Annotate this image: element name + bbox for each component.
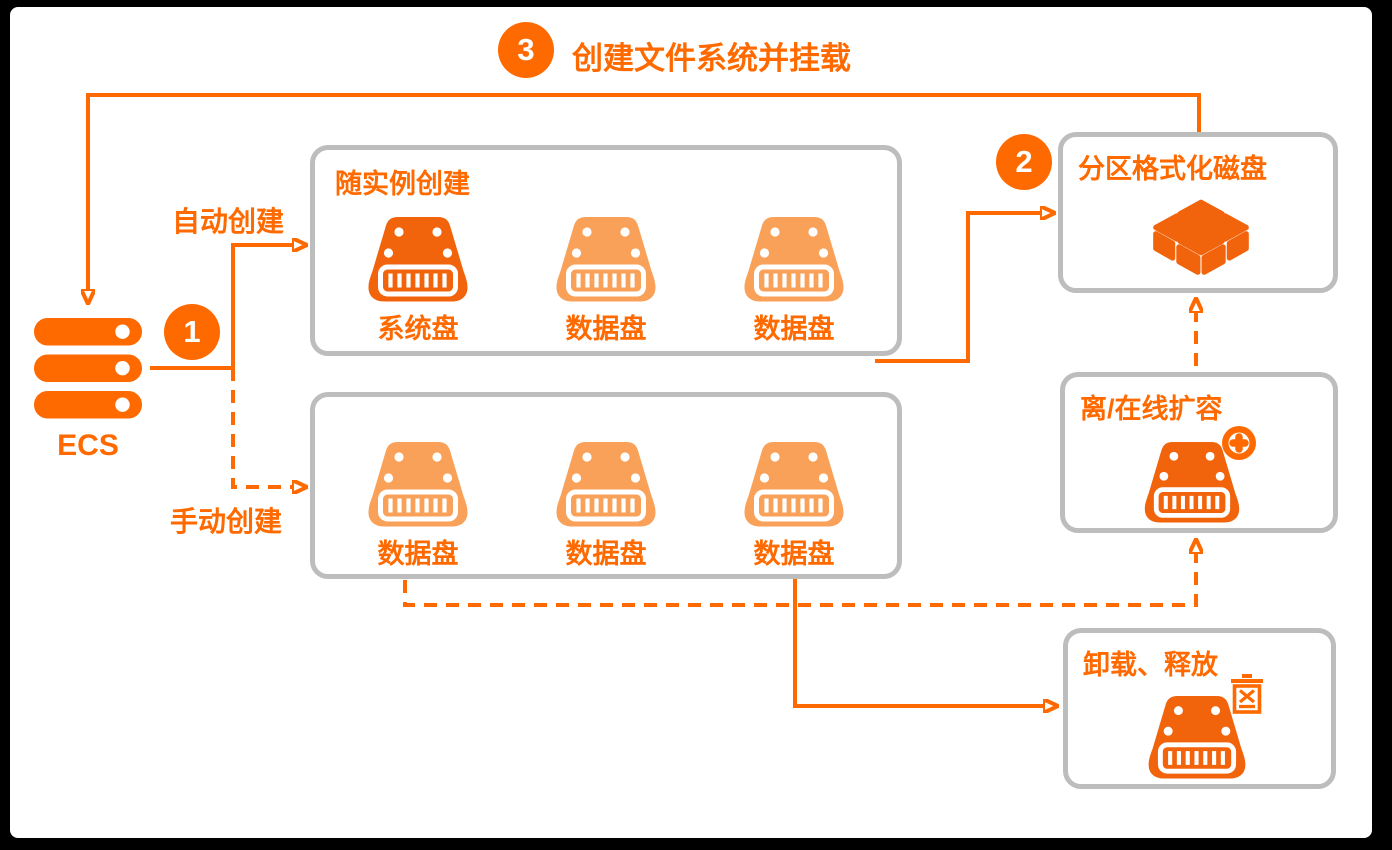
manual-create-box: 数据盘 数据盘 数据盘 [310,392,902,579]
with-instance-box: 随实例创建 系统盘 数据盘 数据盘 [310,145,902,356]
step-3-label: 创建文件系统并挂载 [572,41,851,76]
disk-item: 数据盘 [719,216,869,346]
data-disk-icon [744,441,844,527]
disk-label: 数据盘 [565,539,647,569]
resize-box-title: 离/在线扩容 [1080,394,1223,424]
step-2-badge: 2 [996,134,1052,190]
disk-label: 数据盘 [565,314,647,344]
partition-format-box-title: 分区格式化磁盘 [1078,154,1267,184]
with-instance-box-title: 随实例创建 [335,169,470,199]
disk-item: 数据盘 [531,441,681,571]
plus-badge-icon [1219,423,1259,463]
disk-item: 数据盘 [343,441,493,571]
data-disk-icon [556,441,656,527]
disk-item: 数据盘 [531,216,681,346]
system-disk-icon [368,216,468,302]
disk-label: 数据盘 [753,314,835,344]
partition-format-icon [1145,197,1257,279]
trash-icon [1226,673,1268,715]
data-disk-icon [744,216,844,302]
with-instance-disk-row: 系统盘 数据盘 数据盘 [343,216,869,346]
auto-create-label: 自动创建 [172,206,285,237]
detach-release-box-title: 卸载、释放 [1083,650,1218,680]
ecs-label: ECS [57,429,119,462]
data-disk-icon [368,441,468,527]
disk-item: 系统盘 [343,216,493,346]
detach-release-box: 卸载、释放 [1063,628,1336,789]
step-1-badge: 1 [164,304,220,360]
disk-item: 数据盘 [719,441,869,571]
disk-label: 系统盘 [377,314,459,344]
partition-format-box: 分区格式化磁盘 [1058,132,1338,293]
disk-label: 数据盘 [377,539,459,569]
manual-create-label: 手动创建 [170,506,283,537]
resize-box: 离/在线扩容 [1060,372,1338,533]
ecs-server-icon [34,318,142,419]
disk-label: 数据盘 [753,539,835,569]
manual-disk-row: 数据盘 数据盘 数据盘 [343,441,869,571]
ecs-node: ECS [33,318,143,463]
data-disk-icon [556,216,656,302]
step-3-badge: 3 [498,22,554,78]
